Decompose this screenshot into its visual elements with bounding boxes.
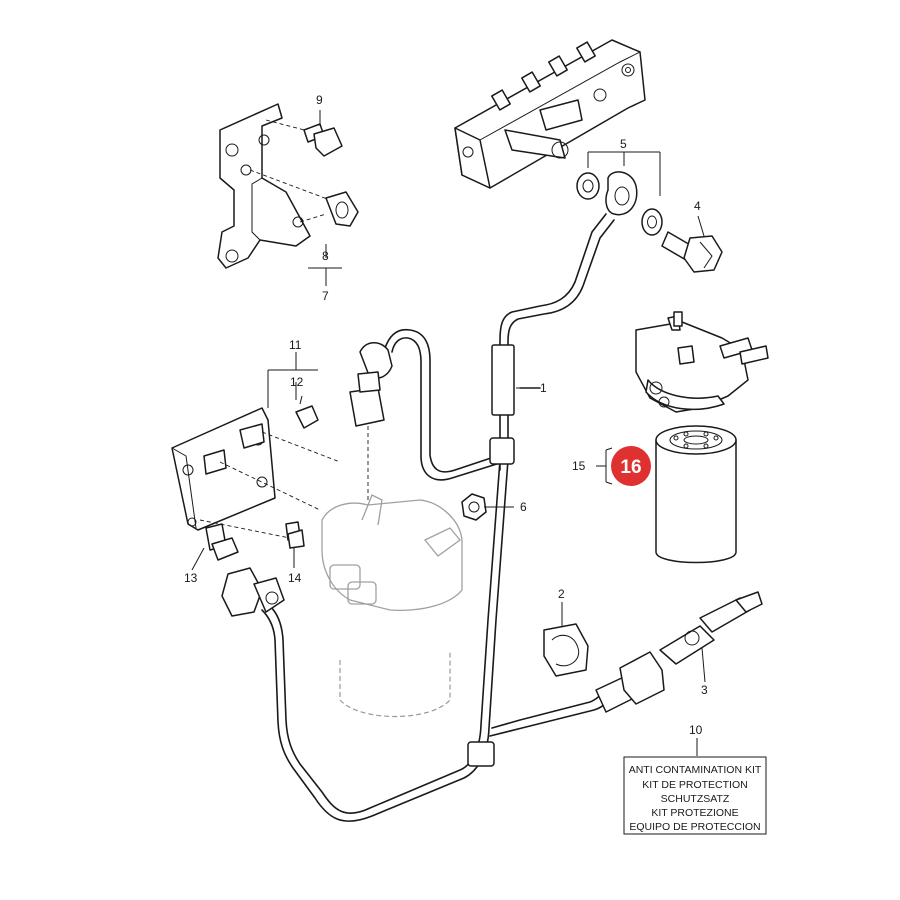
pipe-clip-upper [489, 437, 515, 465]
callout-11: 11 [289, 338, 302, 352]
quick-connector-lower [221, 567, 285, 617]
quick-connector-upper [349, 342, 393, 427]
kit-line-4: KIT PROTEZIONE [651, 807, 738, 819]
callout-13: 13 [184, 571, 198, 585]
callout-10: 10 [689, 723, 703, 737]
nut [461, 493, 487, 521]
fuel-rail [454, 39, 646, 189]
kit-line-1: ANTI CONTAMINATION KIT [629, 764, 762, 776]
kit-box-text: ANTI CONTAMINATION KIT KIT DE PROTECTION… [629, 764, 762, 833]
callout-4: 4 [694, 199, 701, 213]
kit-line-2: KIT DE PROTECTION [642, 779, 747, 791]
callout-6: 6 [520, 500, 527, 514]
callout-9: 9 [316, 93, 323, 107]
quick-connector [659, 591, 763, 665]
callout-15: 15 [572, 459, 586, 473]
callout-2: 2 [558, 587, 565, 601]
banjo-fitting-washers [576, 171, 663, 236]
banjo-bolt [661, 231, 723, 273]
callout-14: 14 [288, 571, 302, 585]
highlight-badge-circle [611, 446, 651, 486]
callout-labels: 1 2 3 4 5 6 7 8 9 10 11 12 13 14 15 [184, 93, 708, 737]
bolt-13 [205, 523, 239, 561]
callout-3: 3 [701, 683, 708, 697]
kit-line-5: EQUIPO DE PROTECCION [629, 821, 760, 833]
fuel-pipe [261, 213, 615, 822]
grommet [543, 623, 589, 677]
callout-12: 12 [290, 375, 304, 389]
filter-head [635, 311, 769, 413]
kit-line-3: SCHUTZSATZ [661, 793, 730, 805]
fuel-filter-cartridge [655, 425, 737, 564]
highlight-badge-label: 16 [620, 457, 641, 478]
bolt-14 [285, 521, 305, 549]
mounting-plate [171, 407, 341, 541]
callout-7: 7 [322, 289, 329, 303]
pipe-clip-lower [467, 741, 495, 767]
bolt-9 [303, 123, 343, 157]
clip-8 [325, 191, 359, 227]
clip-12 [295, 395, 319, 429]
pipe-end-fitting [595, 651, 665, 713]
callout-1: 1 [540, 381, 547, 395]
highlight-badge: 16 [611, 446, 651, 486]
leader-lines [191, 110, 706, 756]
callout-5: 5 [620, 137, 627, 151]
callout-8: 8 [322, 249, 329, 263]
upper-bracket [217, 103, 331, 269]
phantom-filter-head [321, 426, 463, 718]
kit-box [623, 756, 767, 835]
